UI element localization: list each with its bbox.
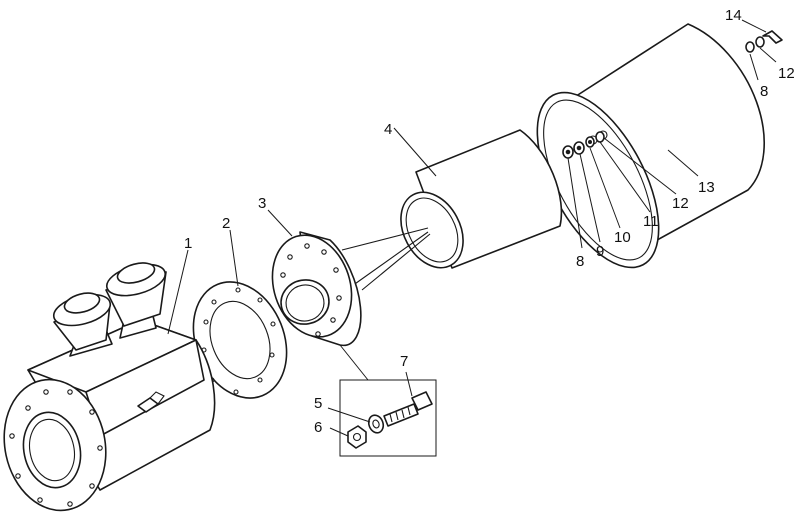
callout-7: 7 (400, 353, 408, 370)
callout-1: 1 (184, 235, 192, 252)
callout-11: 11 (643, 213, 659, 230)
callout-14: 14 (725, 7, 742, 24)
top-fasteners (745, 30, 783, 53)
part-2-gasket (192, 281, 288, 399)
housing-caps (52, 262, 167, 357)
part-4-filter-cylinder (400, 129, 563, 269)
callout-labels: 1 2 3 4 5 6 7 8 9 10 11 12 13 8 12 14 (184, 7, 795, 436)
fastener-detail-box (339, 344, 437, 457)
callout-3: 3 (258, 195, 266, 212)
callout-10: 10 (614, 229, 631, 246)
callout-5: 5 (314, 395, 322, 412)
callout-12-upper: 12 (778, 65, 795, 82)
part-13-outer-cylinder (536, 23, 766, 269)
part-3-flange (271, 227, 431, 347)
part-1-housing (3, 319, 216, 512)
callout-8-upper: 8 (760, 83, 768, 100)
callout-12-lower: 12 (672, 195, 689, 212)
callout-8-lower: 8 (576, 253, 584, 270)
callout-4: 4 (384, 121, 392, 138)
callout-13: 13 (698, 179, 715, 196)
callout-2: 2 (222, 215, 230, 232)
callout-6: 6 (314, 419, 322, 436)
callout-9: 9 (596, 243, 604, 260)
leader-lines (167, 19, 777, 437)
